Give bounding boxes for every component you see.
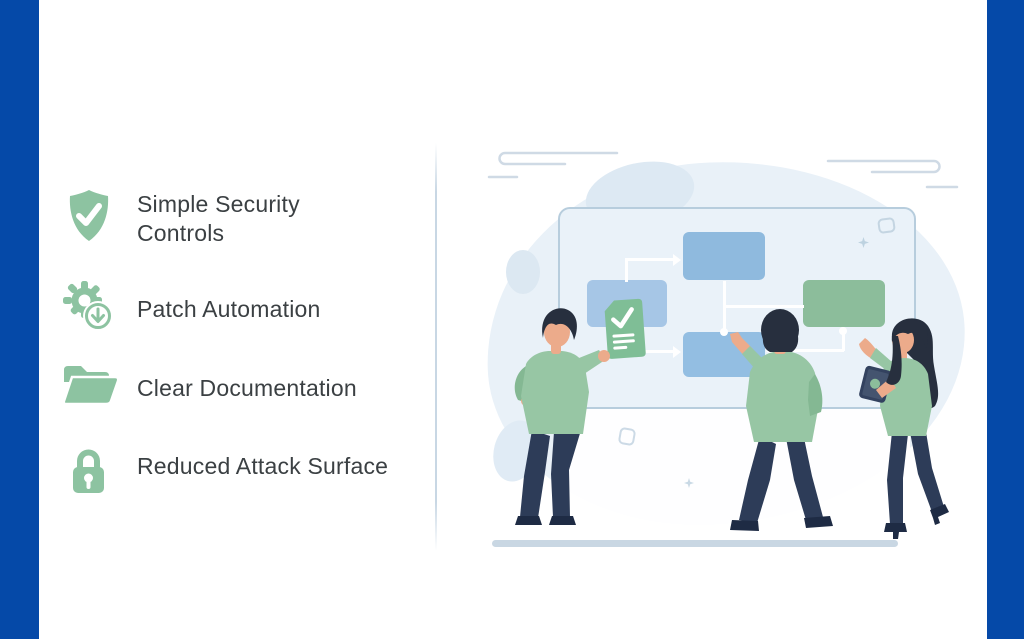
flow-arrow bbox=[673, 346, 681, 358]
folder-icon bbox=[62, 366, 120, 406]
feature-label-clear-documentation: Clear Documentation bbox=[137, 375, 357, 401]
lock-icon bbox=[73, 449, 104, 493]
flow-connector bbox=[842, 329, 845, 351]
left-accent-bar bbox=[0, 0, 39, 639]
flow-connector bbox=[772, 349, 844, 352]
cloud-decoration-right bbox=[826, 159, 959, 189]
person-middle bbox=[730, 309, 833, 531]
flow-connector bbox=[625, 258, 628, 282]
patch-automation-icon bbox=[63, 281, 113, 331]
flowchart-box-blue-top bbox=[683, 232, 765, 280]
flow-connector bbox=[625, 350, 675, 353]
person-right bbox=[859, 318, 949, 539]
cloud-decoration-left bbox=[487, 151, 619, 179]
sparkle-icon bbox=[858, 237, 869, 248]
person-left bbox=[514, 308, 610, 525]
feature-label-simple-security-controls: Simple Security Controls bbox=[137, 191, 300, 246]
flow-connector bbox=[625, 258, 675, 261]
ground-line bbox=[492, 540, 898, 547]
shield-check-icon bbox=[69, 190, 109, 241]
flow-connector bbox=[724, 305, 804, 308]
checklist-document bbox=[604, 298, 646, 359]
flow-node-dot bbox=[839, 327, 847, 335]
sparkle-icon bbox=[684, 478, 694, 488]
decoration-square bbox=[877, 216, 896, 235]
right-accent-bar bbox=[987, 0, 1024, 639]
flow-arrow bbox=[673, 254, 681, 266]
background-blob-small bbox=[506, 250, 540, 294]
feature-label-patch-automation: Patch Automation bbox=[137, 296, 321, 322]
flowchart-box-green bbox=[803, 280, 885, 327]
feature-label-reduced-attack-surface: Reduced Attack Surface bbox=[137, 453, 389, 479]
flow-node-dot bbox=[720, 328, 728, 336]
vertical-divider bbox=[435, 143, 437, 551]
